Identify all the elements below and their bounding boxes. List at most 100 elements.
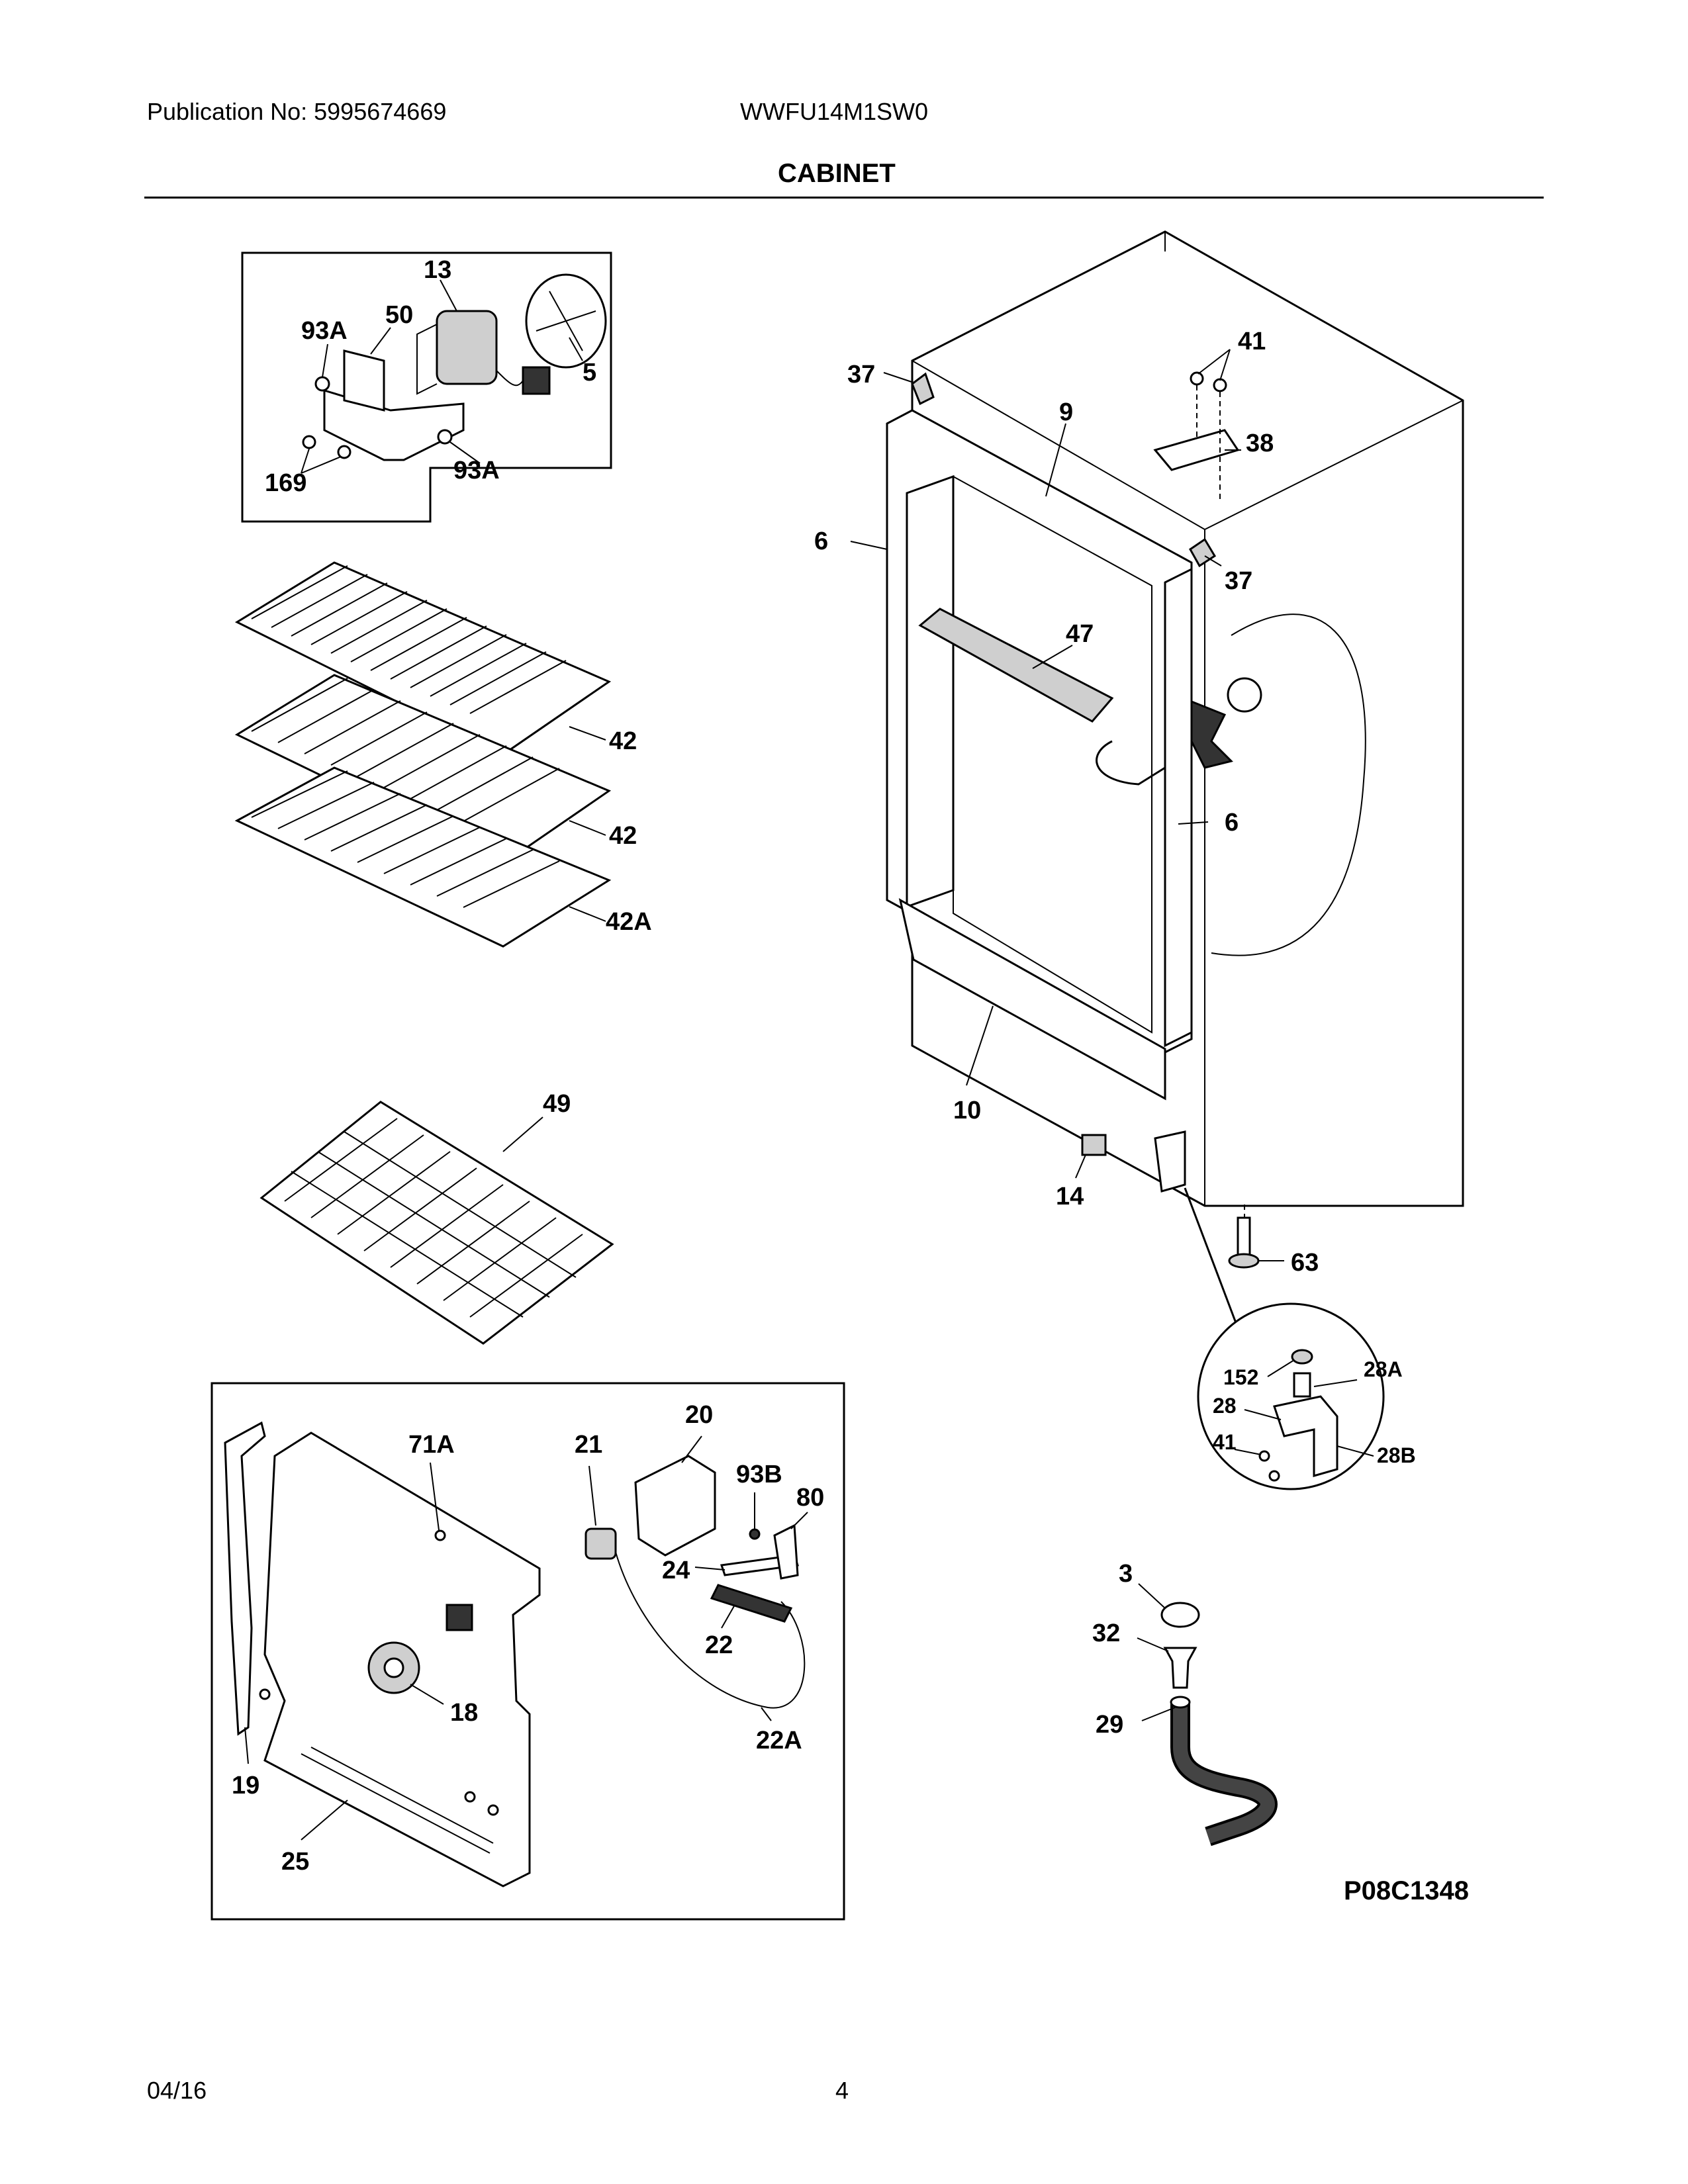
diagram-code: P08C1348 [1344,1876,1469,1905]
cabinet: 37 41 9 38 6 37 47 6 10 14 63 [814,230,1464,1338]
callout-ctrl-22a: 22A [756,1727,802,1754]
fan-bracket [323,388,465,461]
callout-shelf-42-a: 42 [609,727,637,755]
callout-ctrl-19: 19 [232,1772,259,1799]
door-gasket-right [1164,567,1193,1048]
callout-ctrl-24: 24 [662,1557,690,1584]
hinge-detail: 152 28A 28 41 28B [1197,1302,1416,1490]
drain-assembly: 3 32 29 [1092,1560,1278,1846]
callout-cab-14: 14 [1056,1183,1084,1210]
screw-71a [434,1529,446,1541]
callout-fan-50: 50 [385,301,413,329]
callout-fan-93a-top: 93A [301,317,348,345]
callout-fan-93a-bottom: 93A [453,457,500,484]
control-inset: 71A 21 20 93B 80 24 22 18 22A 19 25 [211,1382,845,1921]
callout-cab-41: 41 [1238,328,1266,355]
fan-wires [496,370,524,387]
callout-ctrl-80: 80 [796,1484,824,1512]
bottom-trim [898,898,1166,1101]
cabinet-edges [912,232,1464,1206]
callout-hinge-28: 28 [1213,1394,1237,1418]
bottom-hinge [1154,1130,1186,1193]
screw-93b [749,1528,761,1540]
cabinet-side-panel [1211,614,1366,956]
panel-trim-25 [301,1747,494,1854]
drain-fitting-32 [1163,1647,1197,1689]
callout-cab-10: 10 [953,1097,981,1124]
callout-hinge-28b: 28B [1377,1443,1416,1467]
control-inset-frame [211,1382,845,1921]
thermostat-cover-20 [634,1455,716,1557]
title-rule [144,197,1544,199]
fan-connector [522,366,551,395]
screw-169-b [337,445,352,459]
fan-shield [343,349,385,412]
callout-cab-9: 9 [1059,398,1073,426]
hinge-bracket-28 [1273,1395,1338,1477]
hinge-screw-41-a [1258,1450,1270,1462]
door-frame [886,409,1193,1054]
page-number: 4 [835,2077,849,2104]
callout-shelf-42-b: 42 [609,822,637,850]
capillary-22a [615,1551,806,1709]
basket-body [259,1101,614,1345]
callout-cab-47: 47 [1066,620,1094,648]
hinge-screw-a [1190,371,1204,386]
fan-blade-ribs [536,291,596,351]
leveling-leg-screw [1237,1216,1251,1259]
cross-mount [1190,700,1233,769]
callout-ctrl-93b: 93B [736,1461,782,1488]
callout-drain-3: 3 [1119,1560,1133,1588]
switch-14 [1081,1134,1107,1156]
bracket-80 [773,1524,799,1580]
callout-fan-169: 169 [265,469,306,497]
callout-basket-49: 49 [543,1090,571,1118]
callout-ctrl-22: 22 [705,1631,733,1659]
callout-hinge-28a: 28A [1364,1357,1403,1381]
callout-cab-6-right: 6 [1225,809,1239,837]
clip-22 [710,1584,793,1623]
thermostat-21 [585,1527,617,1560]
leveling-leg-foot [1228,1253,1260,1269]
fan-inset: 13 93A 50 5 169 93A [241,251,612,523]
panel-window [445,1604,473,1631]
evaporator-cover [918,608,1114,723]
fan-inset-frame [241,251,612,523]
screw-93a-top [314,376,330,392]
callout-hinge-152: 152 [1223,1365,1258,1389]
drain-tube [1096,740,1166,786]
cabinet-side-hole [1227,677,1262,713]
callout-ctrl-18: 18 [450,1699,478,1727]
callout-cab-63: 63 [1291,1249,1319,1277]
screw-93a-bottom [437,429,453,445]
shelf-bottom [234,766,612,948]
callout-shelf-42a: 42A [606,908,652,936]
callout-cab-6-left: 6 [814,527,828,555]
hinge-pin-28a [1293,1372,1311,1398]
drain-plug-3 [1160,1602,1200,1628]
strip-19 [224,1421,266,1736]
fan-motor [436,310,498,385]
callout-ctrl-21: 21 [575,1431,602,1459]
detail-leader [1184,1187,1243,1338]
callout-cab-37-top: 37 [847,361,875,388]
page-title: CABINET [778,159,896,188]
shelves: 42 42 42A [234,561,652,948]
callout-fan-5: 5 [583,359,596,387]
callout-hinge-41: 41 [1213,1430,1237,1454]
inner-liner [953,475,1152,1034]
basket: 49 [259,1090,614,1345]
screw-169-a [302,435,316,449]
callout-ctrl-20: 20 [685,1401,713,1429]
model-number: WWFU14M1SW0 [740,98,929,125]
callout-cab-37-side: 37 [1225,567,1252,595]
publication-number: Publication No: 5995674669 [147,98,447,125]
hinge-cap-top [911,372,935,406]
door-gasket-left [906,475,955,909]
hinge-bushing-152 [1291,1349,1313,1365]
footer-date: 04/16 [147,2077,207,2104]
callout-cab-38: 38 [1246,430,1274,457]
hinge-screw-41-b [1268,1470,1280,1482]
callout-drain-32: 32 [1092,1619,1120,1647]
